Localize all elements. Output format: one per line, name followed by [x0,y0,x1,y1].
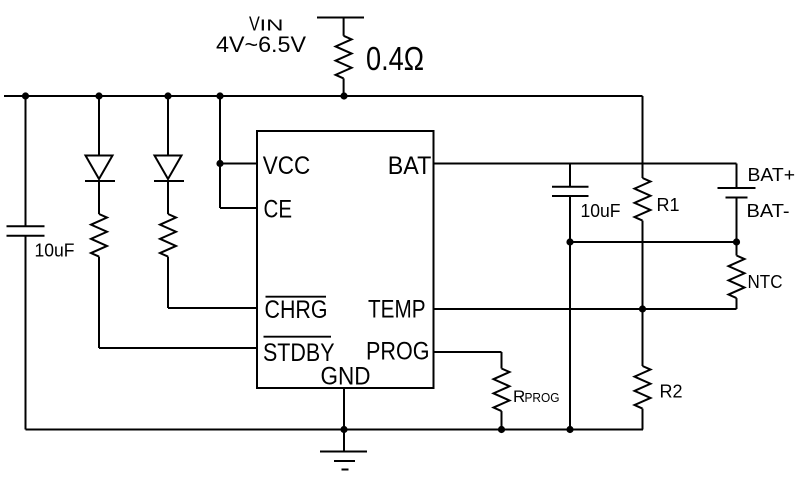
svg-text:10uF: 10uF [35,241,75,261]
svg-text:NTC: NTC [748,272,783,292]
svg-text:GND: GND [321,363,371,391]
svg-text:IN: IN [260,18,284,35]
svg-text:0.4Ω: 0.4Ω [366,40,424,77]
svg-text:4V~6.5V: 4V~6.5V [216,32,306,57]
svg-text:R2: R2 [660,382,683,402]
svg-text:PROG: PROG [366,338,430,366]
svg-text:R: R [513,387,525,406]
svg-text:BAT: BAT [388,152,432,180]
svg-text:PROG: PROG [525,391,560,405]
svg-text:R1: R1 [657,195,680,215]
svg-text:CE: CE [264,196,293,224]
svg-text:VCC: VCC [263,152,311,180]
svg-text:V: V [249,14,260,36]
svg-text:TEMP: TEMP [368,296,426,324]
svg-text:10uF: 10uF [581,201,621,221]
svg-text:BAT-: BAT- [747,201,790,221]
svg-text:STDBY: STDBY [263,339,335,367]
svg-text:BAT+: BAT+ [748,165,796,185]
svg-text:CHRG: CHRG [265,296,328,324]
